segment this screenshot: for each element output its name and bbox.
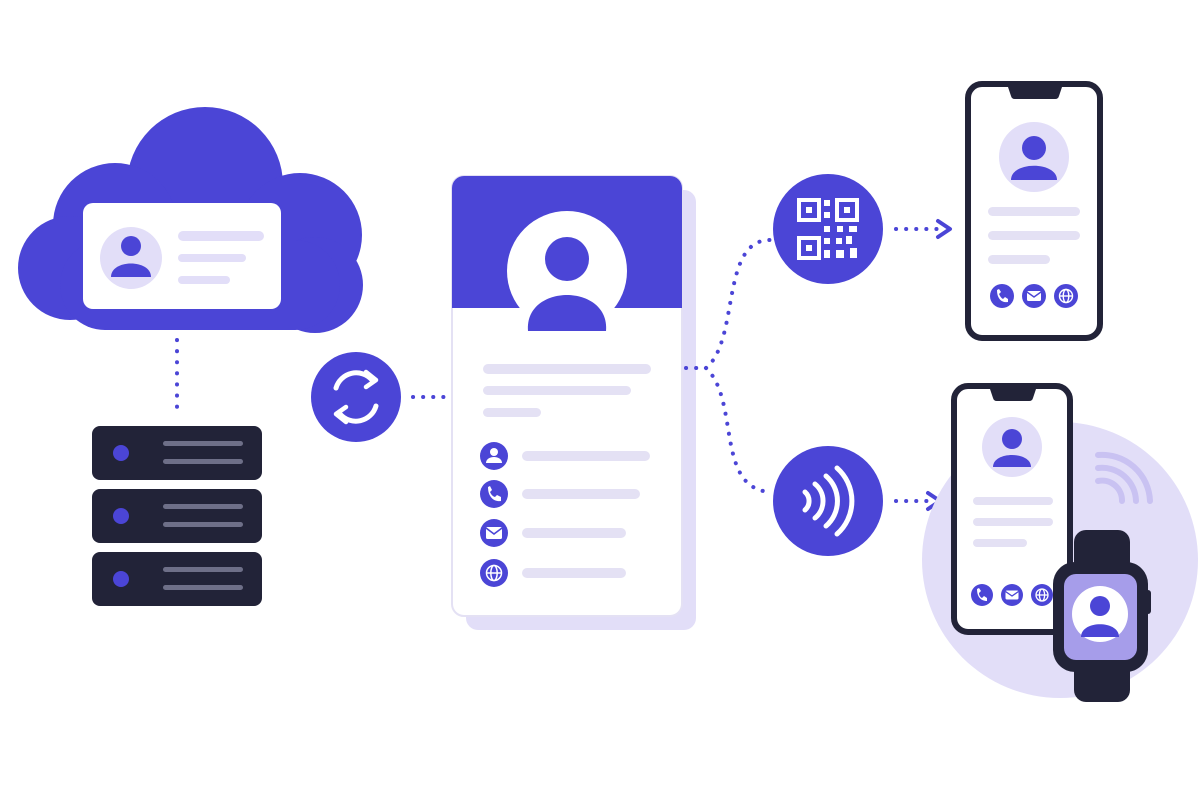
cloud-contact-card	[83, 203, 281, 309]
mail-icon	[1026, 291, 1042, 301]
mail-icon	[485, 527, 503, 539]
cloud-node	[18, 107, 363, 333]
card-action-phone	[480, 480, 640, 508]
nfc-node	[773, 446, 883, 556]
phone-icon	[488, 486, 501, 502]
globe-icon	[485, 564, 503, 582]
digital-contact-card	[451, 175, 696, 630]
person-icon	[1011, 136, 1057, 180]
smartphone-icon	[951, 383, 1073, 635]
globe-icon	[1035, 588, 1049, 602]
person-icon	[527, 237, 607, 331]
card-action-mail	[480, 519, 626, 547]
qr-node	[773, 174, 883, 284]
card-action-globe	[480, 559, 626, 587]
phone-action-call	[990, 284, 1014, 308]
person-icon	[111, 236, 151, 277]
qr-phone-arrow	[894, 219, 952, 239]
mail-icon	[1005, 590, 1019, 600]
person-icon	[1081, 596, 1119, 637]
server-stack-icon	[92, 426, 262, 606]
phone-icon	[997, 289, 1008, 303]
person-icon	[486, 448, 502, 463]
phone-action-web	[1031, 584, 1053, 606]
card-avatar	[507, 211, 627, 331]
wireless-signal-icon	[1095, 451, 1153, 504]
phone-action-mail	[1022, 284, 1046, 308]
phone-icon	[977, 588, 987, 601]
phone-action-mail	[1001, 584, 1023, 606]
sync-icon	[311, 352, 401, 442]
nfc-icon	[802, 465, 855, 537]
phone-action-call	[971, 584, 993, 606]
phone-action-web	[1054, 284, 1078, 308]
card-branch-connector	[684, 238, 772, 494]
globe-icon	[1058, 288, 1074, 304]
person-icon	[993, 429, 1031, 467]
qr-code-icon	[797, 198, 859, 260]
server-unit	[92, 552, 262, 606]
smartwatch-icon	[1053, 530, 1151, 702]
server-unit	[92, 489, 262, 543]
card-action-person	[480, 442, 650, 470]
server-unit	[92, 426, 262, 480]
smartphone-icon	[965, 81, 1103, 341]
